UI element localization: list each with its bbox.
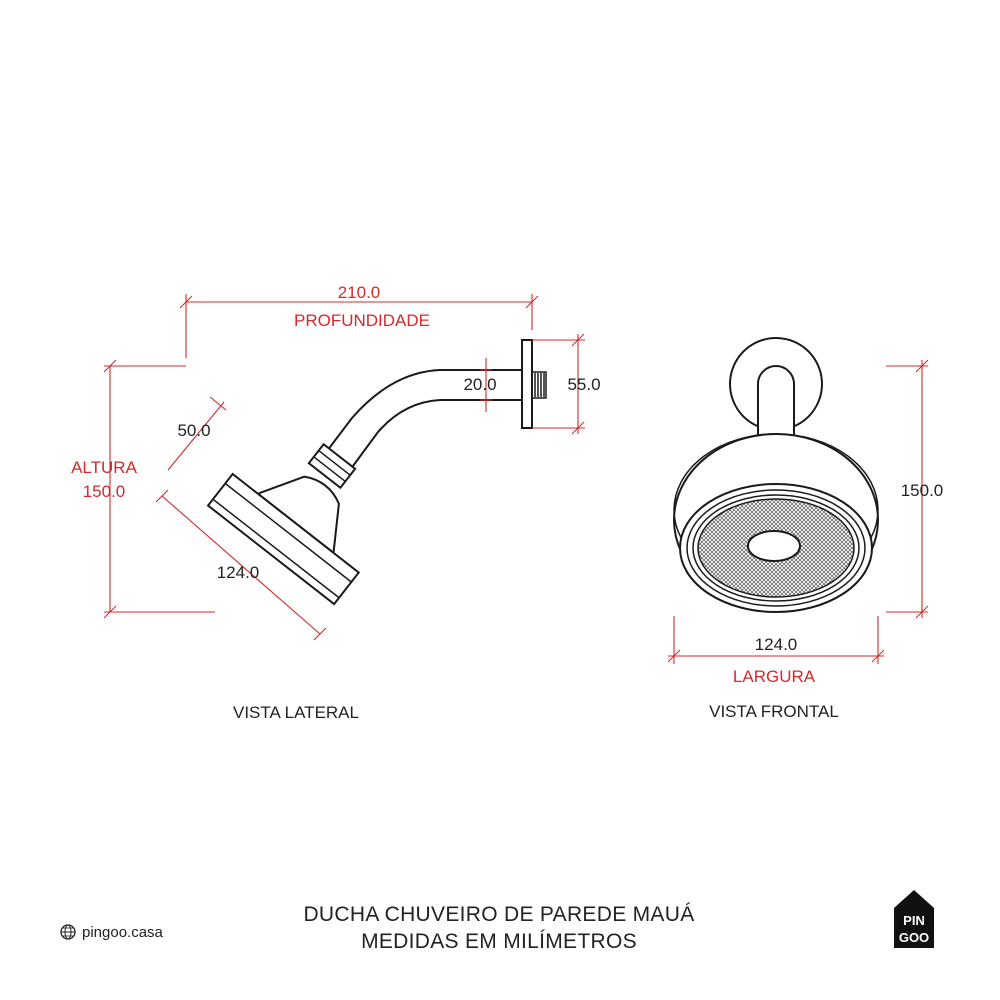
head-thickness-dimension	[167, 396, 227, 471]
head-thickness-value: 50.0	[177, 421, 210, 440]
depth-value: 210.0	[338, 283, 381, 302]
shower-head-side	[206, 472, 361, 606]
height-label: ALTURA	[71, 458, 137, 477]
nut	[307, 442, 357, 490]
title-line-1: DUCHA CHUVEIRO DE PAREDE MAUÁ	[303, 903, 694, 926]
width-value: 124.0	[755, 635, 798, 654]
shower-arm	[322, 339, 547, 472]
front-view: 150.0 124.0 LARGURA VISTA FRONTAL	[667, 337, 944, 721]
globe-icon	[60, 924, 76, 940]
logo-text-bottom: GOO	[899, 930, 929, 945]
title-line-2: MEDIDAS EM MILÍMETROS	[361, 930, 637, 953]
head-diameter-dimension	[155, 489, 327, 641]
website-text: pingoo.casa	[82, 924, 164, 941]
width-label: LARGURA	[733, 667, 816, 686]
height-dimension	[103, 359, 215, 619]
arm-diameter-value: 20.0	[463, 375, 496, 394]
flange-height-value: 55.0	[567, 375, 600, 394]
pingoo-house-logo: PIN GOO	[894, 890, 934, 948]
front-arm	[757, 365, 795, 441]
depth-label: PROFUNDIDADE	[294, 311, 430, 330]
depth-dimension	[179, 294, 539, 358]
head-diameter-value: 124.0	[217, 563, 260, 582]
shower-head-front	[673, 433, 879, 613]
height-value: 150.0	[83, 482, 126, 501]
brand-site: pingoo.casa	[60, 924, 164, 941]
front-height-dimension	[886, 359, 929, 619]
side-view-caption: VISTA LATERAL	[233, 703, 359, 722]
front-height-value: 150.0	[901, 481, 944, 500]
arm-diameter-dimension	[480, 358, 492, 412]
center-cap	[747, 530, 801, 562]
flange-height-dimension	[532, 333, 585, 435]
front-view-caption: VISTA FRONTAL	[709, 702, 839, 721]
side-view: 210.0 PROFUNDIDADE ALTURA 150.0	[71, 283, 600, 722]
logo-text-top: PIN	[903, 913, 925, 928]
width-dimension	[667, 616, 885, 664]
